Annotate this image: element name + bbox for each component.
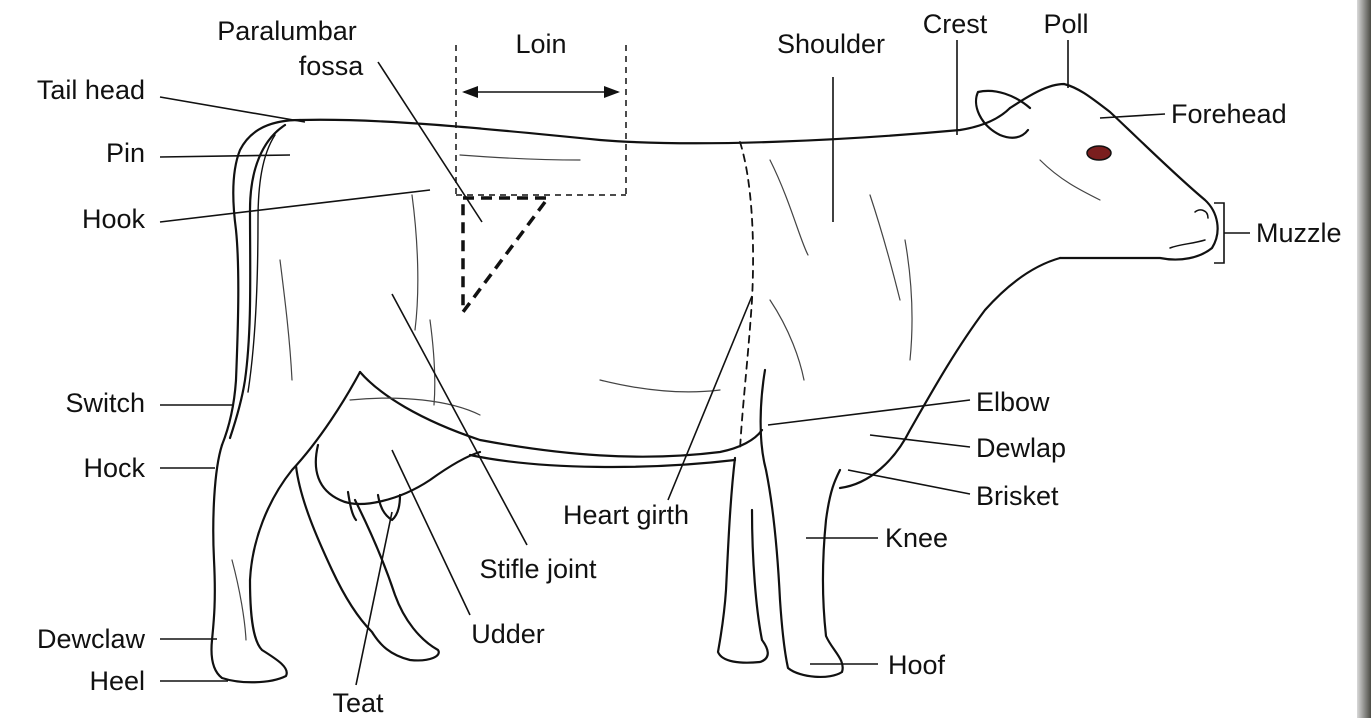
- label-loin: Loin: [515, 29, 566, 59]
- leader-heart-girth: [668, 296, 752, 500]
- muscle-lines: [232, 155, 1100, 640]
- leader-brisket: [848, 470, 970, 494]
- leader-dewlap: [870, 435, 970, 447]
- label-heel: Heel: [89, 666, 145, 696]
- leader-forehead: [1100, 114, 1165, 118]
- label-knee: Knee: [885, 523, 948, 553]
- leader-stifle: [392, 294, 527, 545]
- label-dewclaw: Dewclaw: [37, 624, 146, 654]
- label-muzzle: Muzzle: [1256, 218, 1342, 248]
- label-elbow: Elbow: [976, 387, 1050, 417]
- label-tail-head: Tail head: [37, 75, 145, 105]
- mouth: [1170, 240, 1205, 248]
- hind-leg-back: [211, 372, 360, 682]
- leader-pin: [160, 155, 290, 157]
- rump-outline: [222, 120, 300, 445]
- label-hoof: Hoof: [888, 650, 946, 680]
- loin-arrow-left-head: [462, 86, 478, 98]
- front-leg-back: [718, 458, 768, 663]
- label-shoulder: Shoulder: [777, 29, 885, 59]
- leader-elbow: [768, 400, 970, 425]
- nostril: [1195, 210, 1208, 218]
- label-heart-girth: Heart girth: [563, 500, 689, 530]
- label-udder: Udder: [471, 619, 545, 649]
- label-brisket: Brisket: [976, 481, 1059, 511]
- paralumbar-triangle: [463, 198, 548, 312]
- topline: [300, 108, 1010, 143]
- heart-girth-dashed: [740, 142, 753, 450]
- label-crest: Crest: [923, 9, 988, 39]
- udder-outline: [316, 445, 480, 504]
- right-edge-shadow: [1357, 0, 1371, 718]
- muzzle-bracket: [1214, 203, 1224, 263]
- leader-udder: [392, 450, 470, 615]
- leader-paralumbar: [378, 62, 482, 222]
- label-dewlap: Dewlap: [976, 433, 1066, 463]
- label-teat: Teat: [332, 688, 384, 718]
- label-pin: Pin: [106, 138, 145, 168]
- eye: [1087, 146, 1111, 160]
- cow-drawing: [211, 84, 1217, 682]
- label-switch: Switch: [65, 388, 145, 418]
- leader-hook: [160, 190, 430, 222]
- label-hock: Hock: [83, 453, 145, 483]
- belly: [360, 372, 762, 457]
- tail-inner: [248, 135, 275, 392]
- label-stifle-joint: Stifle joint: [479, 554, 597, 584]
- leader-lines: [160, 40, 1250, 685]
- leader-tail-head: [160, 97, 305, 122]
- front-leg-front: [761, 370, 843, 677]
- loin-arrow-right-head: [604, 86, 620, 98]
- teat-left: [348, 492, 356, 520]
- label-hook: Hook: [82, 204, 146, 234]
- label-forehead: Forehead: [1171, 99, 1287, 129]
- belly-lower: [470, 455, 735, 467]
- loin-region: [456, 45, 626, 312]
- label-poll: Poll: [1043, 9, 1088, 39]
- label-paralumbar-line2: fossa: [299, 51, 365, 81]
- label-paralumbar-line1: Paralumbar: [217, 16, 357, 46]
